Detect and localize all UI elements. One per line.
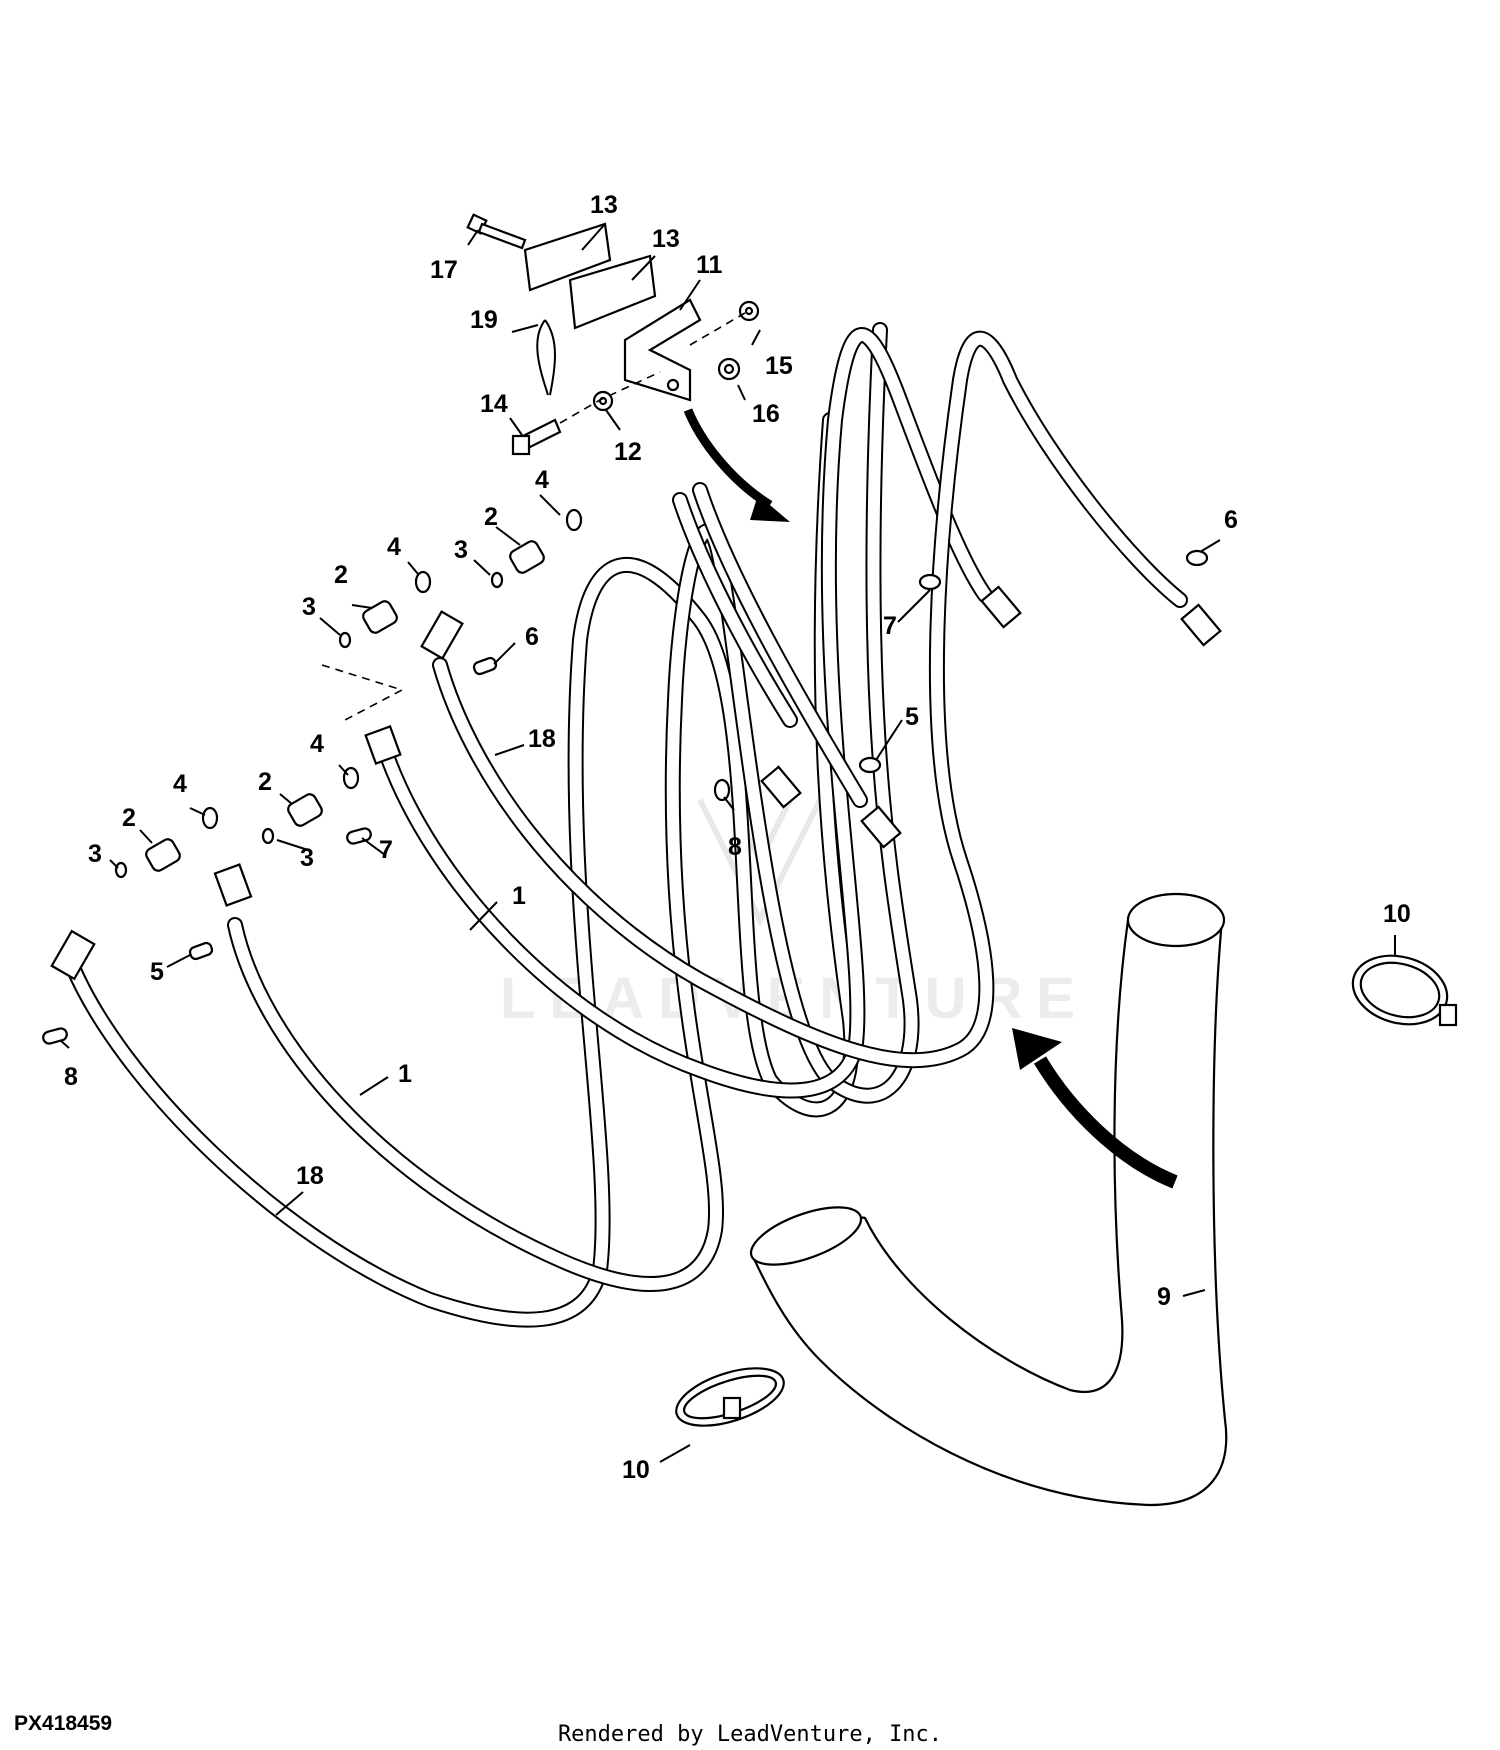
direction-arrow-upper <box>683 408 790 522</box>
callout-4-b: 4 <box>310 730 324 758</box>
hose-1-inner <box>377 327 993 1099</box>
callout-2-a: 2 <box>122 804 136 832</box>
bolt-17 <box>466 213 527 250</box>
fitting-8-a <box>42 1027 68 1045</box>
hose-clamp-upper <box>1351 954 1458 1027</box>
callout-3-c: 3 <box>302 593 316 621</box>
o-ring-4-d <box>565 508 583 532</box>
o-ring-3-b <box>261 827 275 845</box>
hose-18-inner <box>432 330 1188 1069</box>
callout-5-a: 5 <box>150 958 164 986</box>
callout-11: 11 <box>696 251 723 279</box>
hose-9 <box>749 892 1228 1507</box>
callout-labels: 13 13 11 17 19 14 12 15 16 4 2 3 4 2 3 6… <box>64 191 1411 1484</box>
callout-17: 17 <box>430 256 458 284</box>
callout-7-b: 7 <box>883 612 897 640</box>
adapter-2-d <box>509 540 545 574</box>
fitting-5-b <box>858 756 882 774</box>
nut-15 <box>738 300 760 322</box>
fitting-5-a <box>188 941 214 961</box>
fitting-6-b <box>1185 549 1209 567</box>
hose-clamp-lower <box>675 1367 785 1427</box>
callout-3-d: 3 <box>454 536 468 564</box>
o-ring-3-a <box>114 861 128 879</box>
callout-6-a: 6 <box>525 623 539 651</box>
callout-4-c: 4 <box>387 533 401 561</box>
direction-arrow-lower <box>1012 1028 1178 1189</box>
callout-2-b: 2 <box>258 768 272 796</box>
callout-12: 12 <box>614 438 642 466</box>
o-ring-4-b <box>342 766 360 790</box>
footer-credit: Rendered by LeadVenture, Inc. <box>557 1722 943 1747</box>
hose-end-fittings <box>50 585 1222 981</box>
callout-10-lower: 10 <box>622 1456 650 1484</box>
clamp-half-13-lower <box>568 254 657 330</box>
callout-3-b: 3 <box>300 844 314 872</box>
callout-4-a: 4 <box>173 770 187 798</box>
callout-19: 19 <box>470 306 498 334</box>
callout-6-b: 6 <box>1224 506 1238 534</box>
callout-1-inner: 1 <box>512 882 526 910</box>
callout-18-inner: 18 <box>528 725 556 753</box>
assembly-line-adapters <box>321 664 405 721</box>
fitting-7-b <box>918 573 942 591</box>
o-ring-3-c <box>338 631 352 649</box>
figure-id: PX418459 <box>14 1712 113 1735</box>
callout-15: 15 <box>765 352 793 380</box>
o-ring-4-c <box>414 570 432 594</box>
callout-13-upper: 13 <box>590 191 618 219</box>
callout-4-d: 4 <box>535 466 549 494</box>
pin-14 <box>511 418 562 456</box>
callout-8-b: 8 <box>728 833 742 861</box>
callout-13-lower: 13 <box>652 225 680 253</box>
adapter-2-a <box>145 838 181 872</box>
o-ring-3-d <box>490 571 504 589</box>
adapter-2-b <box>287 793 323 827</box>
bracket-11 <box>623 298 702 402</box>
callout-1-outer: 1 <box>398 1060 412 1088</box>
callout-9: 9 <box>1157 1283 1171 1311</box>
callout-14: 14 <box>480 390 508 418</box>
hose-mid-loops <box>672 482 868 808</box>
o-ring-4-a <box>201 806 219 830</box>
adapter-2-c <box>362 600 398 634</box>
fitting-8-b <box>713 778 731 802</box>
clamp-half-13-upper <box>523 222 612 292</box>
callout-2-d: 2 <box>484 503 498 531</box>
callout-16: 16 <box>752 400 780 428</box>
callout-2-c: 2 <box>334 561 348 589</box>
callout-7-a: 7 <box>379 836 393 864</box>
callout-8-a: 8 <box>64 1063 78 1091</box>
assembly-line-bracket <box>559 312 746 424</box>
leader-lines <box>59 223 1396 1463</box>
hair-pin-19 <box>536 319 556 396</box>
callout-5-b: 5 <box>905 703 919 731</box>
callout-10-upper: 10 <box>1383 900 1411 928</box>
nut-16 <box>717 357 741 381</box>
fitting-6-a <box>472 656 498 676</box>
callout-18-outer: 18 <box>296 1162 324 1190</box>
callout-3-a: 3 <box>88 840 102 868</box>
